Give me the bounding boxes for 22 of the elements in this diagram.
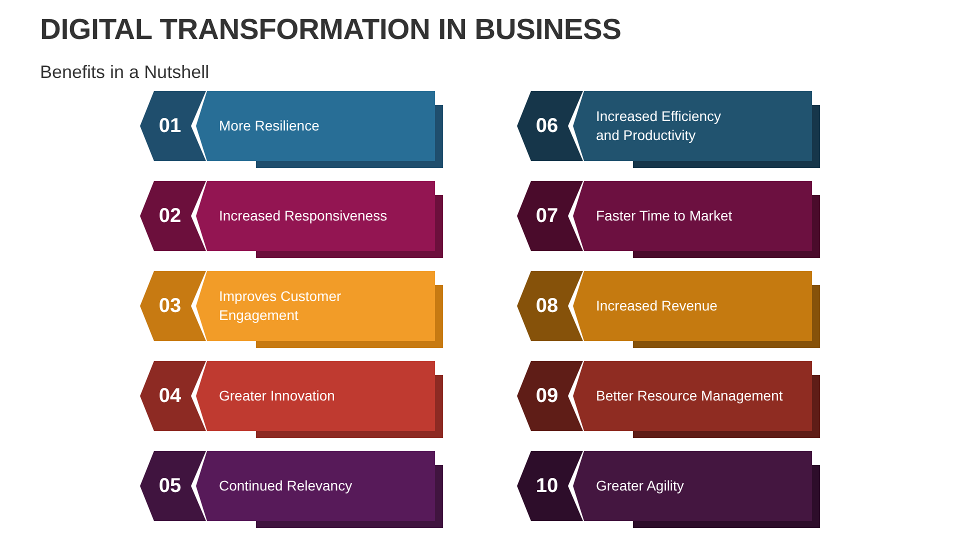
benefit-label: Improves Customer Engagement xyxy=(219,287,342,325)
step-number: 06 xyxy=(534,115,560,137)
step-number: 04 xyxy=(158,385,182,407)
slide-subtitle: Benefits in a Nutshell xyxy=(40,62,210,83)
step-number: 02 xyxy=(158,205,182,227)
step-number: 07 xyxy=(534,205,560,227)
benefit-label: Increased Responsiveness xyxy=(219,206,388,226)
benefit-label: Better Resource Management xyxy=(596,386,784,406)
benefit-label: Faster Time to Market xyxy=(596,206,734,226)
step-number: 01 xyxy=(158,115,182,137)
step-number: 08 xyxy=(534,295,560,317)
benefit-label: Greater Agility xyxy=(596,476,685,496)
benefit-label: Continued Relevancy xyxy=(219,476,354,496)
step-number: 03 xyxy=(158,295,182,317)
benefit-label: Greater Innovation xyxy=(219,386,336,406)
step-number: 09 xyxy=(534,385,560,407)
benefit-label: Increased Efficiency and Productivity xyxy=(596,107,722,145)
step-number: 05 xyxy=(158,475,182,497)
benefit-label: Increased Revenue xyxy=(596,296,718,316)
benefit-label: More Resilience xyxy=(219,116,320,136)
slide-title: DIGITAL TRANSFORMATION IN BUSINESS xyxy=(40,14,622,47)
step-number: 10 xyxy=(534,475,560,497)
